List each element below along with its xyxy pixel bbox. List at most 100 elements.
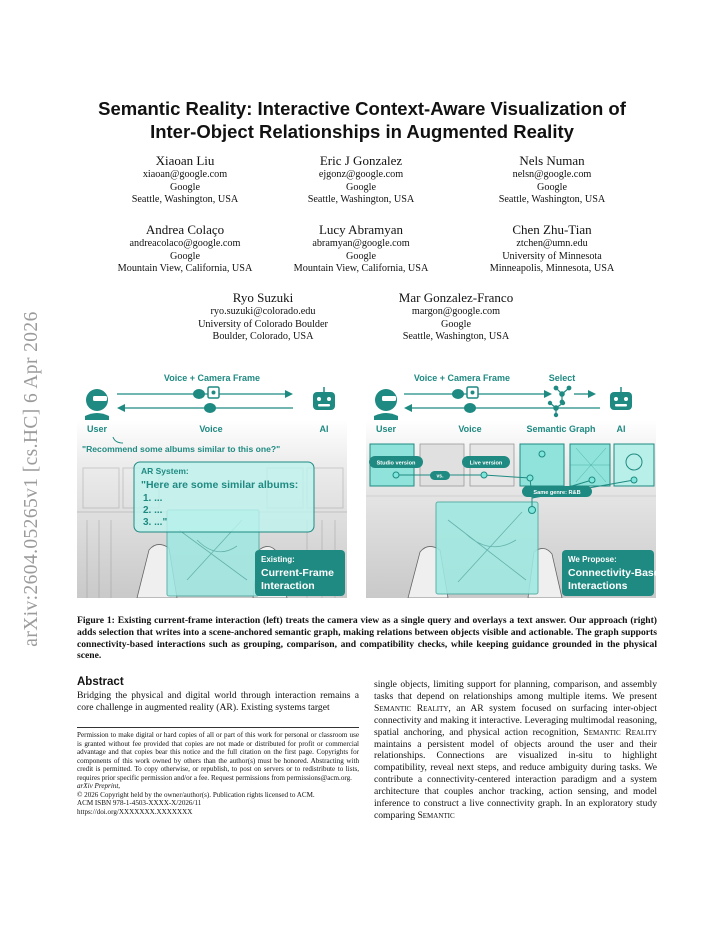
held-album <box>435 501 539 595</box>
ar-list-item: 3. ..." <box>143 517 167 528</box>
author-name: Ryo Suzuki <box>232 290 294 305</box>
compare-text: vs. <box>437 474 445 480</box>
author-name: Eric J Gonzalez <box>319 153 403 168</box>
author-email[interactable]: abramyan@google.com <box>312 238 410 249</box>
author-org: University of Colorado Boulder <box>198 318 328 330</box>
author-org: University of Minnesota <box>502 250 602 262</box>
ar-panel-title: AR System: <box>141 466 189 476</box>
author-block: Nels Numan nelsn@google.com Google Seatt… <box>452 153 652 207</box>
author-block: Xiaoan Liu xiaoan@google.com Google Seat… <box>85 153 285 207</box>
user-query-quote: "Recommend some albums similar to this o… <box>82 444 280 454</box>
node-label-live <box>462 456 510 468</box>
doi-link[interactable]: https://doi.org/XXXXXXX.XXXXXXX <box>77 807 193 816</box>
abstract-text: , an AR system focused on surfacing inte… <box>374 702 657 738</box>
figure-left-panel: Voice + Camera Frame User Voice AI "Reco… <box>77 370 347 598</box>
author-email[interactable]: margon@google.com <box>411 306 501 317</box>
existing-tag <box>255 550 345 596</box>
author-name: Lucy Abramyan <box>318 222 404 237</box>
author-block: Mar Gonzalez-Franco margon@google.com Go… <box>356 290 556 344</box>
label-semantic-graph: Semantic Graph <box>526 424 595 434</box>
author-block: Ryo Suzuki ryo.suzuki@colorado.edu Unive… <box>163 290 363 344</box>
author-email[interactable]: nelsn@google.com <box>512 169 592 180</box>
figure-right-illustration: Studio version Live version vs. Same gen… <box>366 373 656 598</box>
genre-text: Same genre: R&B <box>533 490 580 496</box>
author-name: Nels Numan <box>519 153 585 168</box>
author-location: Seattle, Washington, USA <box>402 331 510 343</box>
genre-label <box>522 486 592 497</box>
author-block: Chen Zhu-Tian ztchen@umn.edu University … <box>432 222 672 276</box>
author-block: Eric J Gonzalez ejgonz@google.com Google… <box>261 153 461 207</box>
author-location: Boulder, Colorado, USA <box>212 331 314 343</box>
abstract-text: maintains a persistent model of objects … <box>374 738 657 821</box>
tag-text: Interaction <box>261 580 315 592</box>
system-name: Semantic Reality <box>583 726 657 738</box>
author-name: Mar Gonzalez-Franco <box>398 290 514 305</box>
author-location: Seattle, Washington, USA <box>498 194 606 206</box>
tag-heading: We Propose: <box>568 555 617 564</box>
label-ai: AI <box>617 424 626 434</box>
author-org: Google <box>346 181 376 193</box>
arxiv-stamp: arXiv:2604.05265v1 [cs.HC] 6 Apr 2026 <box>21 311 42 647</box>
author-email[interactable]: ejgonz@google.com <box>318 169 404 180</box>
robot-icon <box>610 387 632 410</box>
author-email[interactable]: andreacolaco@google.com <box>129 238 241 249</box>
tag-heading: Existing: <box>261 555 295 564</box>
author-org: Google <box>441 318 471 330</box>
proposed-tag <box>562 550 654 596</box>
node-label-studio <box>369 456 423 468</box>
venue-line: arXiv Preprint, <box>77 782 121 790</box>
ar-list-item: 2. ... <box>143 505 163 516</box>
speech-camera-icon <box>452 386 479 399</box>
graph-network-icon <box>553 385 572 405</box>
label-voice-camera: Voice + Camera Frame <box>414 373 510 383</box>
author-name: Xiaoan Liu <box>155 153 215 168</box>
label-voice: Voice <box>199 424 222 434</box>
author-location: Mountain View, California, USA <box>293 263 429 275</box>
abstract-column-2: single objects, limiting support for pla… <box>374 679 657 822</box>
system-name: Semantic Reality <box>374 702 449 714</box>
speech-bubble-icon <box>464 403 476 413</box>
abstract-text: single objects, limiting support for pla… <box>374 679 657 702</box>
author-location: Mountain View, California, USA <box>117 263 253 275</box>
author-org: Google <box>170 181 200 193</box>
author-org: Google <box>346 250 376 262</box>
label-ai: AI <box>320 424 329 434</box>
isbn-line: ACM ISBN 978-1-4503-XXXX-X/2026/11 <box>77 799 202 807</box>
author-email[interactable]: ztchen@umn.edu <box>516 238 588 249</box>
ar-panel-line: "Here are some similar albums: <box>141 479 298 491</box>
figure-right-panel: Studio version Live version vs. Same gen… <box>366 370 656 598</box>
speech-camera-icon <box>193 386 220 399</box>
node-label-text: Live version <box>470 461 503 467</box>
tag-text: Interactions <box>568 580 628 592</box>
ar-answer-panel <box>133 461 315 533</box>
label-user: User <box>376 424 397 434</box>
robot-icon <box>313 387 335 410</box>
author-name: Andrea Colaço <box>145 222 225 237</box>
permission-notice: Permission to make digital or hard copie… <box>77 727 359 816</box>
compare-badge <box>430 471 450 480</box>
node-label-text: Studio version <box>377 461 416 467</box>
tag-text: Current-Frame <box>261 567 334 579</box>
tag-text: Connectivity-Based <box>568 567 656 579</box>
user-icon <box>374 389 398 420</box>
copyright-line: © 2026 Copyright held by the owner/autho… <box>77 790 315 799</box>
ar-list-item: 1. ... <box>143 493 163 504</box>
abstract-column-1: Bridging the physical and digital world … <box>77 690 359 713</box>
network-graph-icon <box>547 400 566 418</box>
label-select: Select <box>549 373 576 383</box>
author-block: Andrea Colaço andreacolaco@google.com Go… <box>65 222 305 276</box>
author-name: Chen Zhu-Tian <box>512 222 592 237</box>
title-line-2: Inter-Object Relationships in Augmented … <box>150 121 574 142</box>
graph-nodes <box>392 450 638 514</box>
author-email[interactable]: xiaoan@google.com <box>142 169 228 180</box>
title-line-1: Semantic Reality: Interactive Context-Aw… <box>98 98 626 119</box>
label-voice: Voice <box>458 424 481 434</box>
label-user: User <box>87 424 108 434</box>
author-location: Seattle, Washington, USA <box>307 194 415 206</box>
author-org: Google <box>170 250 200 262</box>
figure-caption: Figure 1: Existing current-frame interac… <box>77 615 657 662</box>
author-email[interactable]: ryo.suzuki@colorado.edu <box>210 306 316 317</box>
author-location: Minneapolis, Minnesota, USA <box>489 263 615 275</box>
system-name: Semantic <box>417 809 455 821</box>
speech-bubble-icon <box>204 403 216 413</box>
